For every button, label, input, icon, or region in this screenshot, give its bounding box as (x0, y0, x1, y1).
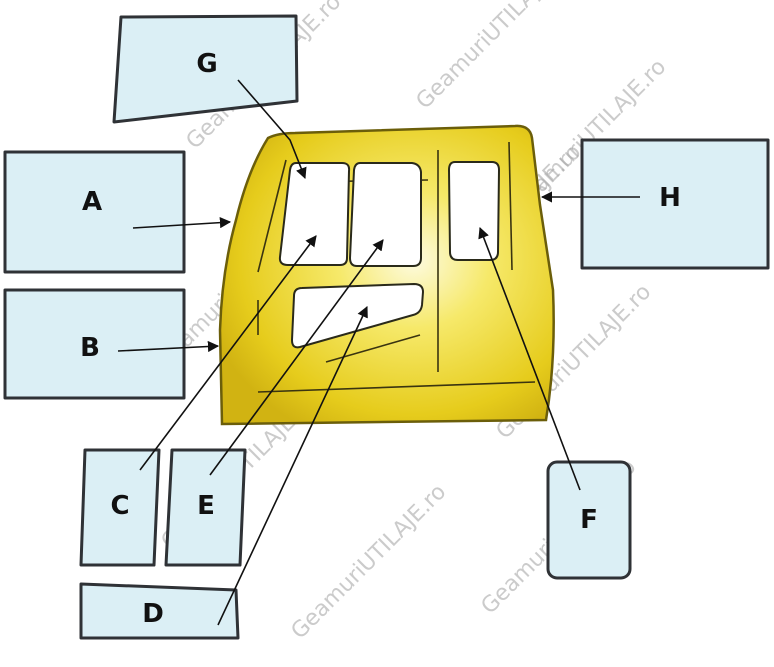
cab-body (218, 124, 555, 426)
glass-panel-a[interactable] (3, 150, 186, 274)
glass-panel-e[interactable] (164, 448, 247, 567)
leader-g (237, 79, 307, 180)
part-d[interactable]: D (79, 582, 240, 640)
frame-lower-bar (325, 334, 421, 363)
window-front-left (278, 162, 351, 266)
glass-panel-d[interactable] (79, 582, 240, 640)
glass-panel-h[interactable] (580, 138, 770, 270)
window-lower (290, 282, 425, 349)
leader-d (217, 305, 368, 626)
part-f[interactable]: F (546, 460, 632, 580)
leader-a (132, 217, 232, 229)
label-g: G (196, 49, 217, 79)
part-c[interactable]: C (79, 448, 161, 567)
frame-pillar-right (508, 141, 513, 271)
window-front-right (348, 162, 422, 267)
frame-bottom-rail (257, 381, 536, 393)
leader-lines (117, 79, 640, 626)
leader-b (117, 340, 220, 353)
leader-e (209, 239, 384, 476)
window-side-right (447, 161, 501, 261)
label-b: B (80, 333, 100, 363)
label-c: C (110, 491, 129, 521)
part-e[interactable]: E (164, 448, 247, 567)
label-e: E (197, 491, 215, 521)
glass-panel-c[interactable] (79, 448, 161, 567)
label-f: F (580, 505, 598, 535)
watermark-text: GeamuriUTILAJE.ro (412, 0, 577, 114)
label-a: A (82, 187, 102, 217)
part-b[interactable]: B (3, 288, 186, 400)
label-d: D (142, 599, 164, 629)
part-a[interactable]: A (3, 150, 186, 274)
leader-c (139, 235, 317, 471)
glass-panel-f[interactable] (546, 460, 632, 580)
glass-panel-b[interactable] (3, 288, 186, 400)
label-h: H (659, 183, 681, 213)
watermark-text: GeamuriUTILAJE.ro (287, 480, 452, 645)
part-g[interactable]: G (112, 14, 299, 124)
leader-f (478, 226, 581, 491)
frame-pillar-left (257, 159, 287, 273)
part-h[interactable]: H (580, 138, 770, 270)
